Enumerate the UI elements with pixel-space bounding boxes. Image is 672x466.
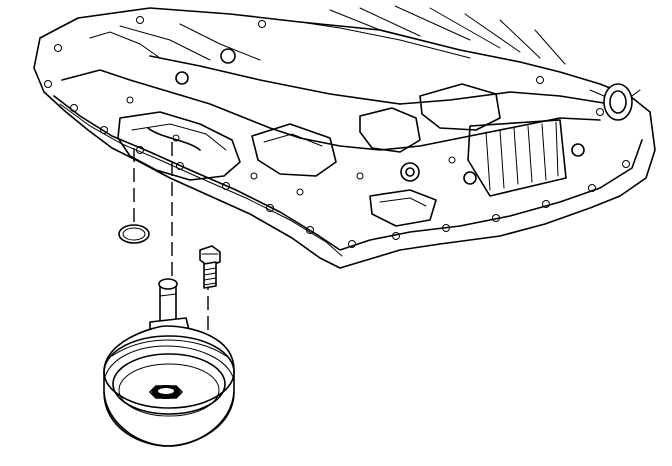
output-shaft-stub (589, 83, 641, 121)
filter-retaining-bolt (199, 245, 221, 289)
o-ring-seal (118, 224, 150, 244)
oil-filter (103, 278, 235, 447)
pan-rail-bolt-holes (44, 16, 630, 248)
filter-center-nut (149, 385, 183, 399)
transmission-case (33, 5, 656, 269)
